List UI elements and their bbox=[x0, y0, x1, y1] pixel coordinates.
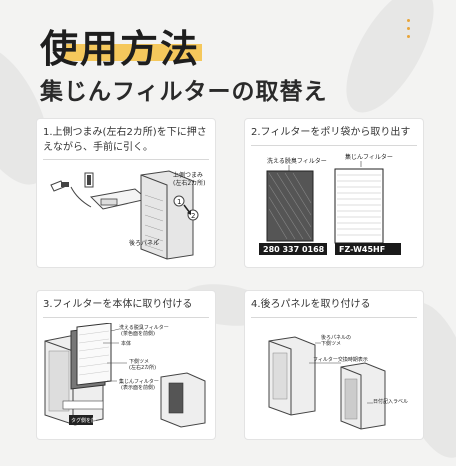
step-3-dust-filter-label: 集じんフィルター bbox=[119, 378, 159, 385]
step-2-dust-filter-label: 集じんフィルター bbox=[345, 153, 393, 161]
step-4-rear-panel-tab-label: 後ろパネルの bbox=[321, 334, 351, 341]
step-2-washable-deo-label: 洗える脱臭フィルター bbox=[267, 157, 327, 165]
step-3-illustration: 洗える脱臭フィルター (茶色面を前側) 本体 下側ツメ (左右2カ所) 集じんフ… bbox=[41, 323, 211, 435]
step-card-3: 3.フィルターを本体に取り付ける 洗える脱臭フィルター (茶色面を前側) 本体 … bbox=[36, 290, 216, 440]
step-3-caption: 3.フィルターを本体に取り付ける bbox=[43, 299, 193, 310]
step-card-1: 1.上側つまみ(左右2カ所)を下に押さえながら、手前に引く。 1 2 上側つま bbox=[36, 118, 216, 268]
dot-ornament bbox=[402, 19, 414, 43]
page-subtitle: 集じんフィルターの取替え bbox=[40, 79, 328, 105]
step-1-caption: 1.上側つまみ(左右2カ所)を下に押さえながら、手前に引く。 bbox=[43, 127, 207, 153]
step-card-2: 2.フィルターをポリ袋から取り出す 洗える脱臭フィルター 集じんフィルター bbox=[244, 118, 424, 268]
step-1-upper-knob-label: 上側つまみ bbox=[173, 171, 203, 179]
step-1-n1: 1 bbox=[177, 198, 181, 206]
step-1-illustration: 1 2 上側つまみ (左右2カ所) 後ろパネル bbox=[41, 165, 211, 263]
divider bbox=[251, 145, 417, 146]
step-4-lower-tab-label: 下側ツメ bbox=[321, 340, 341, 347]
step-4-replace-label: フィルター交換時期表示 bbox=[313, 356, 368, 363]
step-4-illustration: 後ろパネルの 下側ツメ フィルター交換時期表示 日付記入ラベル bbox=[249, 323, 419, 435]
step-4-caption: 4.後ろパネルを取り付ける bbox=[251, 299, 371, 310]
step-1-rear-panel-label: 後ろパネル bbox=[129, 239, 159, 247]
step-1-two-places-label: (左右2カ所) bbox=[173, 179, 206, 187]
title-highlight bbox=[64, 44, 202, 61]
step-3-brown-side-label: (茶色面を前側) bbox=[121, 330, 155, 337]
step-3-front-side-label: (表示面を前側) bbox=[121, 384, 155, 391]
divider bbox=[251, 317, 417, 318]
step-card-4: 4.後ろパネルを取り付ける 後ろパネルの 下側ツメ フィルター交換時期表示 日付… bbox=[244, 290, 424, 440]
step-2-illustration: 洗える脱臭フィルター 集じんフィルター 280 337 0168 bbox=[249, 151, 419, 263]
step-3-tag-front-label: タグ側を前 bbox=[71, 417, 96, 424]
step-3-two-places-label: (左右2カ所) bbox=[129, 364, 156, 371]
divider bbox=[43, 317, 209, 318]
step-2-caption: 2.フィルターをポリ袋から取り出す bbox=[251, 127, 411, 138]
page-title: 使用方法 bbox=[40, 27, 201, 71]
step-3-lower-tab-label: 下側ツメ bbox=[129, 358, 149, 365]
step-3-washable-deo-label: 洗える脱臭フィルター bbox=[119, 324, 169, 331]
step-2-code-right: FZ-W45HF bbox=[339, 245, 385, 254]
step-3-main-unit-label: 本体 bbox=[121, 340, 131, 347]
divider bbox=[43, 159, 209, 160]
step-2-code-left: 280 337 0168 bbox=[263, 245, 325, 254]
step-4-date-entry-label: 日付記入ラベル bbox=[373, 398, 408, 405]
step-1-n2: 2 bbox=[191, 212, 195, 220]
